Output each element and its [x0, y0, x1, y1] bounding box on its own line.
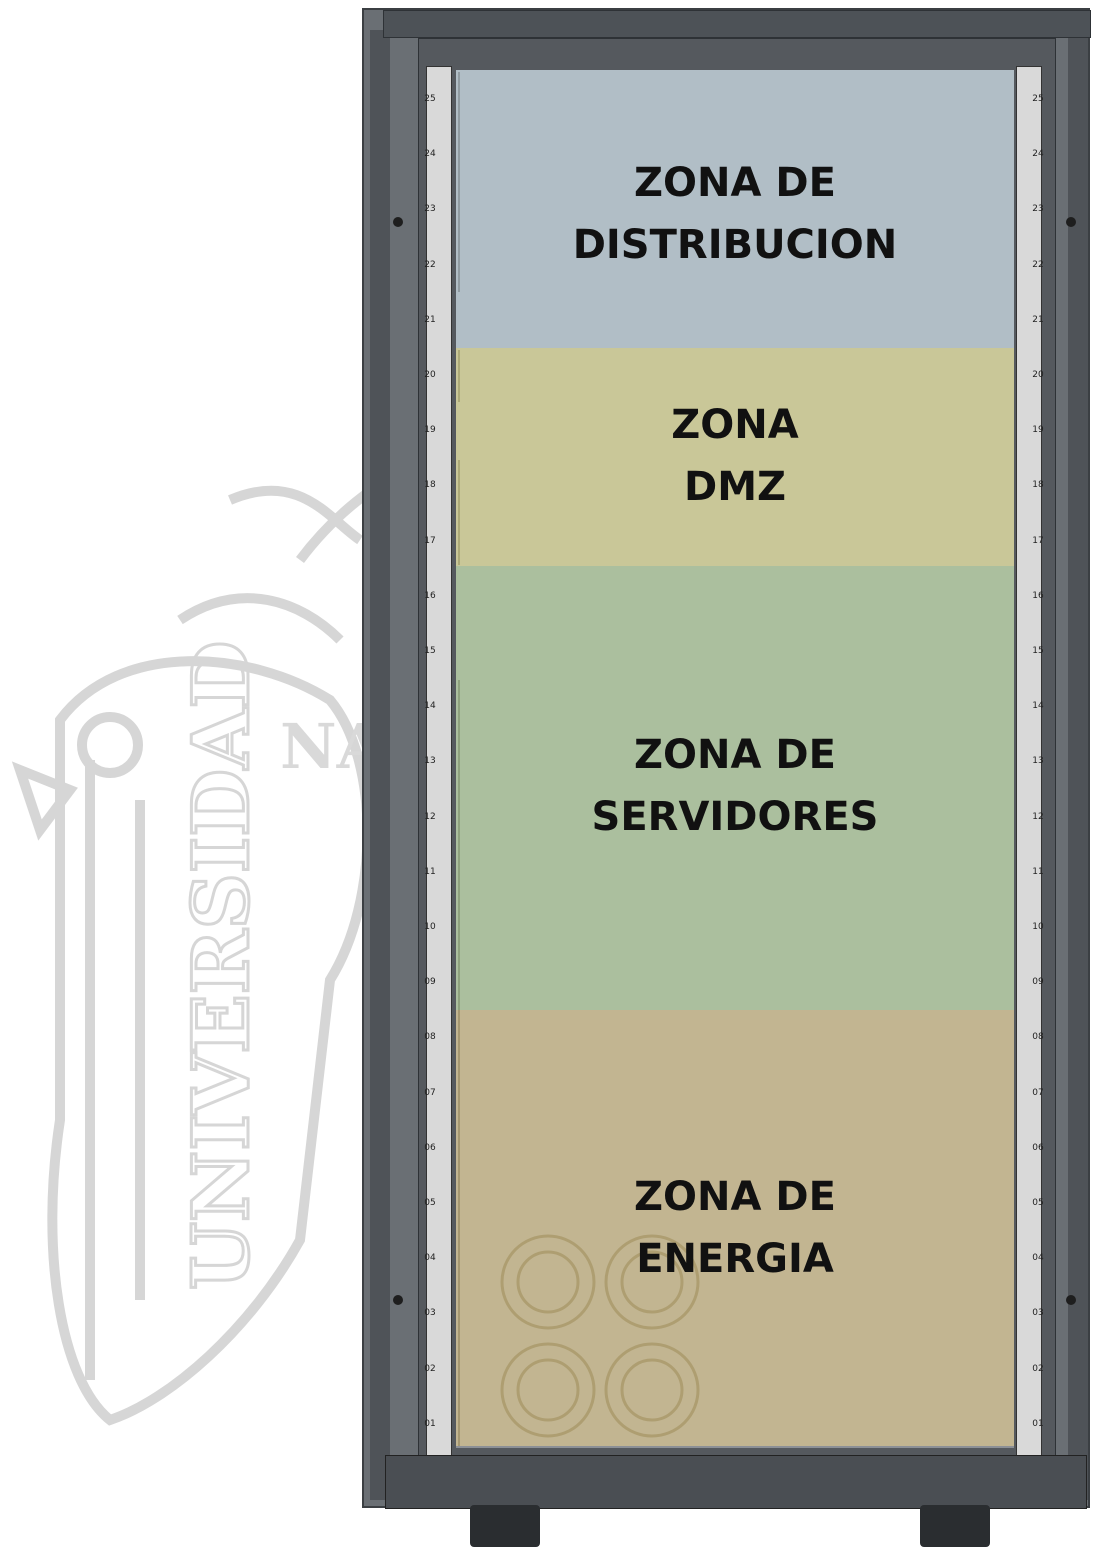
- rack-unit-number-left: 23: [424, 204, 436, 214]
- zone-label-line: ZONA DE: [634, 732, 836, 778]
- rack-unit-number-right: 01: [1032, 1419, 1044, 1429]
- rack-foot-left: [470, 1505, 540, 1547]
- rack-unit-number-right: 10: [1032, 922, 1044, 932]
- zone-label-line: DMZ: [683, 464, 786, 510]
- rack-unit-number-right: 14: [1032, 701, 1044, 711]
- rack-unit-number-right: 09: [1032, 977, 1044, 987]
- rack-unit-number-right: 23: [1032, 204, 1044, 214]
- rack-unit-number-left: 08: [424, 1032, 436, 1042]
- rack-unit-number-right: 04: [1032, 1253, 1044, 1263]
- rack-right-post: [1068, 30, 1088, 1500]
- rack-unit-number-left: 15: [424, 646, 436, 656]
- zone-energia-label: ZONA DE ENERGIA: [456, 1166, 1014, 1290]
- rack-unit-number-right: 19: [1032, 425, 1044, 435]
- rack-unit-number-left: 04: [424, 1253, 436, 1263]
- rack-unit-number-left: 13: [424, 756, 436, 766]
- rack-unit-number-left: 03: [424, 1308, 436, 1318]
- rack-screw: [393, 217, 403, 227]
- rack-unit-number-right: 12: [1032, 812, 1044, 822]
- rack-unit-number-left: 09: [424, 977, 436, 987]
- rack-unit-number-left: 06: [424, 1143, 436, 1153]
- rack-unit-number-left: 01: [424, 1419, 436, 1429]
- rack-unit-number-left: 16: [424, 591, 436, 601]
- zone-label-line: ZONA DE: [634, 160, 836, 206]
- rack-unit-number-right: 06: [1032, 1143, 1044, 1153]
- zone-label-line: ENERGIA: [636, 1236, 834, 1282]
- rack-unit-number-right: 05: [1032, 1198, 1044, 1208]
- rack-unit-number-right: 16: [1032, 591, 1044, 601]
- rack-unit-number-left: 14: [424, 701, 436, 711]
- rack-base: [385, 1455, 1087, 1509]
- rack-top-panel: [383, 10, 1091, 38]
- rack-unit-number-left: 02: [424, 1364, 436, 1374]
- zone-distribucion-label: ZONA DE DISTRIBUCION: [456, 152, 1014, 276]
- rack-rail-right: [1016, 66, 1042, 1456]
- rack-unit-number-left: 07: [424, 1088, 436, 1098]
- rack-unit-number-right: 17: [1032, 536, 1044, 546]
- rack-screw: [393, 1295, 403, 1305]
- zone-label-line: SERVIDORES: [591, 794, 879, 840]
- zone-energia: ZONA DE ENERGIA: [456, 1010, 1014, 1446]
- rack-unit-number-right: 07: [1032, 1088, 1044, 1098]
- rack-unit-number-right: 21: [1032, 315, 1044, 325]
- zone-label-line: DISTRIBUCION: [572, 222, 898, 268]
- rack-unit-number-left: 12: [424, 812, 436, 822]
- rack-unit-number-right: 11: [1032, 867, 1044, 877]
- rack-left-post: [370, 30, 390, 1500]
- rack-unit-number-left: 05: [424, 1198, 436, 1208]
- zone-servidores-label: ZONA DE SERVIDORES: [456, 724, 1014, 848]
- rack-unit-number-right: 25: [1032, 94, 1044, 104]
- rack-unit-number-right: 02: [1032, 1364, 1044, 1374]
- zone-servidores: ZONA DE SERVIDORES: [456, 566, 1014, 1010]
- rack-unit-number-left: 24: [424, 149, 436, 159]
- rack-unit-number-right: 08: [1032, 1032, 1044, 1042]
- rack-screw: [1066, 1295, 1076, 1305]
- rack-unit-number-right: 24: [1032, 149, 1044, 159]
- rack-unit-number-left: 11: [424, 867, 436, 877]
- rack-unit-number-left: 18: [424, 480, 436, 490]
- rack-unit-number-left: 21: [424, 315, 436, 325]
- rack-unit-number-left: 25: [424, 94, 436, 104]
- rack-unit-number-right: 03: [1032, 1308, 1044, 1318]
- zone-label-line: ZONA DE: [634, 1174, 836, 1220]
- rack-foot-right: [920, 1505, 990, 1547]
- rack-unit-number-left: 19: [424, 425, 436, 435]
- zone-dmz-label: ZONA DMZ: [456, 394, 1014, 518]
- zone-label-line: ZONA: [671, 402, 799, 448]
- rack-unit-number-left: 22: [424, 260, 436, 270]
- rack-unit-number-right: 13: [1032, 756, 1044, 766]
- rack-unit-number-left: 20: [424, 370, 436, 380]
- rack-unit-number-right: 22: [1032, 260, 1044, 270]
- rack-screw: [1066, 217, 1076, 227]
- rack-unit-number-left: 10: [424, 922, 436, 932]
- rack-unit-number-right: 15: [1032, 646, 1044, 656]
- rack-unit-number-left: 17: [424, 536, 436, 546]
- rack-rail-left: [426, 66, 452, 1456]
- rack-unit-number-right: 18: [1032, 480, 1044, 490]
- zone-dmz: ZONA DMZ: [456, 348, 1014, 566]
- watermark-text-universidad: UNIVERSIDAD: [176, 641, 267, 1290]
- zone-distribucion: ZONA DE DISTRIBUCION: [456, 70, 1014, 348]
- rack-unit-number-right: 20: [1032, 370, 1044, 380]
